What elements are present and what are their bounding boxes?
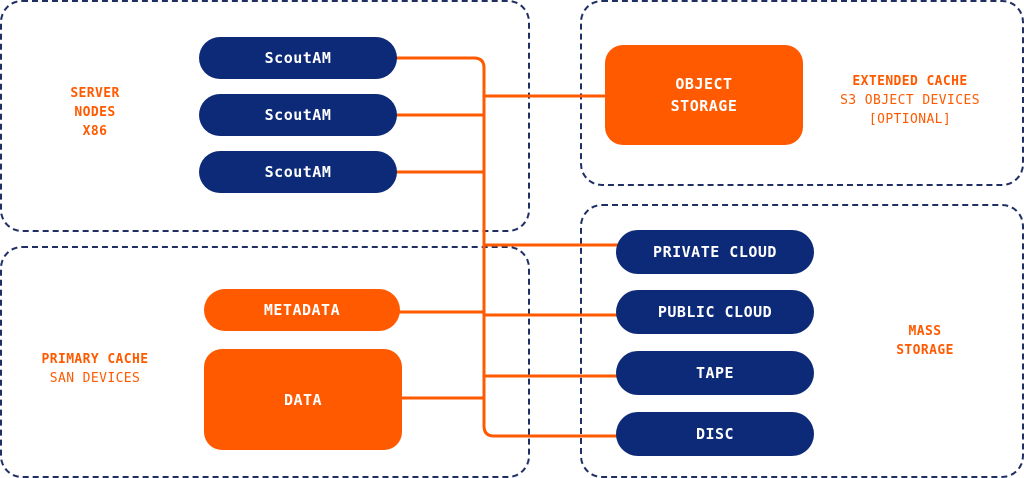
object-storage-box: OBJECT STORAGE — [605, 45, 803, 145]
scoutam-node-1: ScoutAM — [199, 37, 397, 79]
object-storage-line-2: STORAGE — [670, 97, 738, 115]
mass-storage-group — [580, 204, 1024, 478]
server-nodes-line-2: NODES — [74, 105, 116, 120]
tape-node: TAPE — [616, 351, 814, 395]
server-nodes-line-1: SERVER — [70, 86, 120, 101]
mass-storage-line-1: MASS — [908, 324, 942, 339]
primary-cache-label: PRIMARY CACHE SAN DEVICES — [20, 350, 170, 388]
metadata-node: METADATA — [204, 289, 400, 331]
connector-trunk — [482, 66, 622, 438]
scoutam-node-2: ScoutAM — [199, 94, 397, 136]
extended-cache-label: EXTENDED CACHE S3 OBJECT DEVICES [OPTION… — [820, 72, 1000, 129]
extended-cache-subtitle-1: S3 OBJECT DEVICES — [840, 93, 980, 108]
private-cloud-node: PRIVATE CLOUD — [616, 230, 814, 274]
public-cloud-node: PUBLIC CLOUD — [616, 290, 814, 334]
disc-node: DISC — [616, 412, 814, 456]
connector-scoutam-1 — [394, 56, 486, 70]
server-nodes-line-3: X86 — [82, 124, 108, 139]
mass-storage-label: MASS STORAGE — [870, 322, 980, 360]
extended-cache-subtitle-2: [OPTIONAL] — [868, 112, 952, 127]
extended-cache-group — [580, 0, 1024, 186]
server-nodes-label: SERVER NODES X86 — [40, 84, 150, 141]
primary-cache-title: PRIMARY CACHE — [41, 352, 149, 367]
mass-storage-line-2: STORAGE — [896, 343, 954, 358]
primary-cache-group — [0, 246, 530, 478]
scoutam-node-3: ScoutAM — [199, 151, 397, 193]
primary-cache-subtitle: SAN DEVICES — [49, 371, 141, 386]
extended-cache-title: EXTENDED CACHE — [852, 74, 968, 89]
server-nodes-group — [0, 0, 530, 232]
data-node: DATA — [204, 349, 402, 450]
object-storage-line-1: OBJECT — [675, 75, 733, 93]
